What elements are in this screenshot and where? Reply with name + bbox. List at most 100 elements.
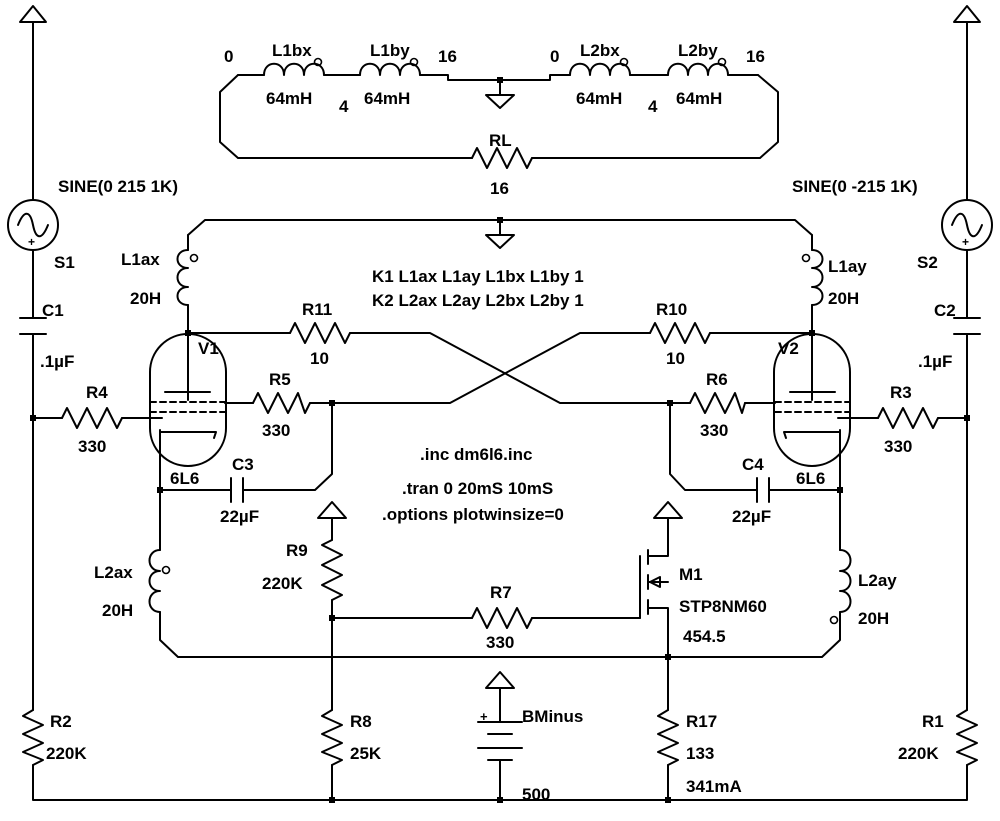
- bminus-name: BMinus: [522, 707, 583, 726]
- resistor-r4: [61, 407, 123, 429]
- l2ay-name: L2ay: [858, 571, 897, 590]
- resistor-r11: [289, 322, 351, 344]
- r8-name: R8: [350, 712, 372, 731]
- svg-text:+: +: [962, 235, 969, 249]
- r11-value: 10: [310, 349, 329, 368]
- r8-value: 25K: [350, 744, 382, 763]
- r11-name: R11: [302, 300, 332, 319]
- wires: [32, 21, 968, 801]
- directive-k2: K2 L2ax L2ay L2bx L2by 1: [372, 291, 584, 310]
- power-symbols: [19, 5, 981, 689]
- c1-name: C1: [42, 301, 64, 320]
- inductor-l1bx: [263, 57, 325, 76]
- supply-flag-m1: [653, 501, 683, 519]
- supply-flag-bminus: [485, 671, 515, 689]
- l2ax-value: 20H: [102, 601, 133, 620]
- r10-value: 10: [666, 349, 685, 368]
- l1by-name: L1by: [370, 41, 410, 60]
- r7-name: R7: [490, 583, 512, 602]
- rl-value: 16: [490, 179, 509, 198]
- l1ay-name: L1ay: [828, 257, 867, 276]
- l1ax-value: 20H: [130, 289, 161, 308]
- tube-v1: [149, 332, 227, 467]
- r10-name: R10: [656, 300, 687, 319]
- r3-value: 330: [884, 437, 912, 456]
- r3-name: R3: [890, 383, 912, 402]
- r17-name: R17: [686, 712, 717, 731]
- l2by-name: L2by: [678, 41, 718, 60]
- v1-model: 6L6: [170, 469, 199, 488]
- v1-name: V1: [198, 339, 219, 358]
- capacitor-c1: [19, 317, 47, 335]
- v2-name: V2: [778, 339, 799, 358]
- inductor-l2ay: [829, 549, 852, 625]
- node-4-right-label: 4: [648, 97, 658, 116]
- resistor-r6: [689, 392, 746, 414]
- inductor-l1ay: [801, 249, 824, 306]
- r17-value: 133: [686, 744, 714, 763]
- l2ay-value: 20H: [858, 609, 889, 628]
- sine-source-s1: +: [7, 199, 59, 251]
- r7-value: 330: [486, 633, 514, 652]
- directive-tran: .tran 0 20mS 10mS: [402, 479, 553, 498]
- rl-name: RL: [489, 131, 512, 150]
- l1bx-name: L1bx: [272, 41, 312, 60]
- s1-name: S1: [54, 253, 75, 272]
- m1-model: STP8NM60: [679, 597, 767, 616]
- c2-value: .1µF: [918, 352, 952, 371]
- s2-name: S2: [917, 253, 938, 272]
- inductor-l1ax: [176, 249, 199, 306]
- c2-name: C2: [934, 301, 956, 320]
- v2-model: 6L6: [796, 469, 825, 488]
- node-4-left-label: 4: [339, 97, 349, 116]
- inductor-l2by: [667, 57, 729, 76]
- inductor-l2ax: [148, 549, 171, 613]
- resistor-r8: [321, 709, 343, 766]
- l2ax-name: L2ax: [94, 563, 133, 582]
- node-16-left-label: 16: [438, 47, 457, 66]
- resistor-r9: [321, 539, 343, 601]
- c4-name: C4: [742, 455, 764, 474]
- s2-value: SINE(0 -215 1K): [792, 177, 918, 196]
- r5-value: 330: [262, 421, 290, 440]
- directive-k1: K1 L1ax L1ay L1bx L1by 1: [372, 267, 584, 286]
- supply-flag-right: [953, 5, 981, 23]
- resistor-r2: [22, 709, 44, 766]
- l1by-value: 64mH: [364, 89, 410, 108]
- m1-value: 454.5: [683, 627, 726, 646]
- resistor-r3: [877, 407, 939, 429]
- resistor-r10: [649, 322, 711, 344]
- resistor-r5: [252, 392, 311, 414]
- supply-flag-r9: [317, 501, 347, 519]
- capacitor-c2: [953, 317, 981, 335]
- r4-name: R4: [86, 383, 108, 402]
- c4-value: 22µF: [732, 507, 771, 526]
- inductor-l1by: [359, 57, 421, 76]
- l1ay-value: 20H: [828, 289, 859, 308]
- resistor-r7: [471, 607, 533, 629]
- node-0-left-label: 0: [224, 47, 233, 66]
- labels: 0 L1bx 64mH 4 L1by 64mH 16 0 L2bx 64mH 4…: [40, 41, 956, 804]
- r6-name: R6: [706, 370, 728, 389]
- svg-text:+: +: [28, 235, 35, 249]
- r9-value: 220K: [262, 574, 303, 593]
- r2-name: R2: [50, 712, 72, 731]
- r2-value: 220K: [46, 744, 87, 763]
- directive-options: .options plotwinsize=0: [382, 505, 564, 524]
- r6-value: 330: [700, 421, 728, 440]
- sine-source-s2: +: [941, 199, 993, 251]
- c3-value: 22µF: [220, 507, 259, 526]
- l1ax-name: L1ax: [121, 250, 160, 269]
- resistor-rl: [471, 147, 533, 169]
- ground-symbol-output: [485, 94, 515, 109]
- l1bx-value: 64mH: [266, 89, 312, 108]
- m1-name: M1: [679, 565, 703, 584]
- svg-text:+: +: [480, 709, 488, 724]
- s1-value: SINE(0 215 1K): [58, 177, 178, 196]
- mosfet-m1: [639, 549, 669, 619]
- tube-v2: [773, 332, 851, 467]
- node-16-right-label: 16: [746, 47, 765, 66]
- battery-bminus: +: [477, 709, 523, 771]
- r1-name: R1: [922, 712, 944, 731]
